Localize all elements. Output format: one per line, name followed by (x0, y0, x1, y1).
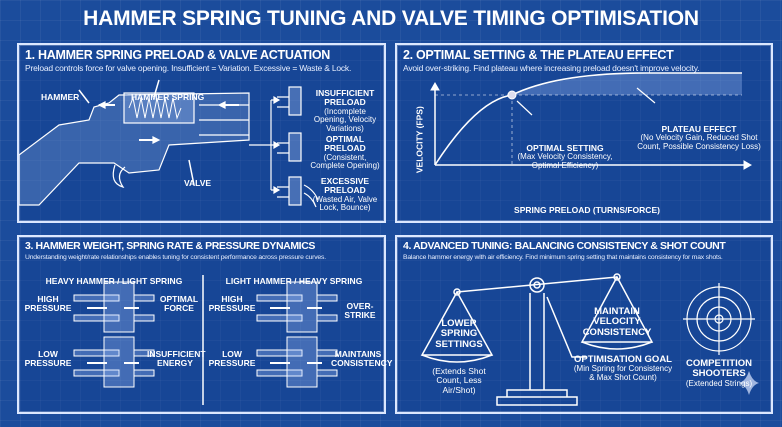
optimal-setting-annotation: OPTIMAL SETTING(Max Velocity Consistency… (517, 143, 613, 171)
panel-subtitle: Avoid over-striking. Find plateau where … (403, 63, 700, 73)
panel-header: 3. HAMMER WEIGHT, SPRING RATE & PRESSURE… (25, 240, 378, 261)
label-insufficient-energy: INSUFFICIENT ENERGY (147, 349, 206, 369)
gun-mechanism-diagram (19, 79, 319, 208)
label-high-pressure: HIGH PRESSURE (24, 294, 72, 314)
panel-header: 1. HAMMER SPRING PRELOAD & VALVE ACTUATI… (25, 48, 378, 73)
left-pan-detail: (Extends Shot Count, Less Air/Shot) (432, 366, 486, 395)
label-high-pressure-2: HIGH PRESSURE (208, 294, 256, 314)
optimisation-goal: OPTIMISATION GOAL(Min Spring for Consist… (573, 354, 673, 383)
panel-subtitle: Balance hammer energy with air efficienc… (403, 253, 723, 261)
valve-comparison-diagrams (73, 275, 338, 405)
right-pan-label: MAINTAIN VELOCITY CONSISTENCY (582, 306, 652, 338)
balance-scale-diagram (420, 273, 759, 406)
panel-advanced-tuning: 4. ADVANCED TUNING: BALANCING CONSISTENC… (395, 235, 773, 414)
panel-header: 2. OPTIMAL SETTING & THE PLATEAU EFFECT … (403, 48, 765, 73)
hammer-spring-label: HAMMER SPRING (131, 92, 205, 102)
panel-heading: 2. OPTIMAL SETTING & THE PLATEAU EFFECT (403, 48, 674, 62)
plateau-effect-annotation: PLATEAU EFFECT(No Velocity Gain, Reduced… (637, 124, 761, 152)
y-axis-label: VELOCITY (FPS) (414, 106, 425, 174)
label-over-strike: OVER-STRIKE (344, 301, 376, 321)
hammer-label: HAMMER (41, 92, 80, 102)
competition-shooters: COMPETITION SHOOTERS(Extended Strings) (685, 358, 753, 388)
x-axis-label: SPRING PRELOAD (TURNS/FORCE) (514, 205, 660, 215)
column-heavy-hammer-title: HEAVY HAMMER / LIGHT SPRING (45, 276, 183, 286)
panel-preload-valve: 1. HAMMER SPRING PRELOAD & VALVE ACTUATI… (17, 43, 386, 223)
target-icon (683, 283, 755, 355)
outcome-optimal: OPTIMAL PRELOAD(Consistent, Complete Ope… (310, 134, 380, 171)
sparkle-icon (739, 371, 759, 395)
panel-header: 4. ADVANCED TUNING: BALANCING CONSISTENC… (403, 240, 765, 261)
panel-heading: 3. HAMMER WEIGHT, SPRING RATE & PRESSURE… (25, 240, 315, 252)
label-low-pressure: LOW PRESSURE (24, 349, 72, 369)
outcome-insufficient: INSUFFICIENT PRELOAD(Incomplete Opening,… (313, 88, 377, 134)
panel-heading: 4. ADVANCED TUNING: BALANCING CONSISTENC… (403, 240, 726, 252)
label-maintains-consistency: MAINTAINS CONSISTENCY (331, 349, 393, 369)
column-light-hammer-title: LIGHT HAMMER / HEAVY SPRING (225, 276, 363, 286)
panel-subtitle: Preload controls force for valve opening… (25, 63, 352, 73)
panel-plateau: 2. OPTIMAL SETTING & THE PLATEAU EFFECT … (395, 43, 773, 223)
label-low-pressure-2: LOW PRESSURE (208, 349, 256, 369)
main-title: HAMMER SPRING TUNING AND VALVE TIMING OP… (83, 7, 699, 30)
label-optimal-force: OPTIMAL FORCE (159, 294, 199, 314)
panel-subtitle: Understanding weight/rate relationships … (25, 253, 326, 261)
outcome-excessive: EXCESSIVE PRELOAD(Wasted Air, Valve Lock… (312, 176, 378, 213)
left-pan-label: LOWER SPRING SETTINGS (435, 318, 483, 350)
panel-pressure-dynamics: 3. HAMMER WEIGHT, SPRING RATE & PRESSURE… (17, 235, 393, 414)
valve-label: VALVE (184, 178, 212, 188)
panel-heading: 1. HAMMER SPRING PRELOAD & VALVE ACTUATI… (25, 48, 331, 62)
velocity-curve-chart (430, 72, 753, 170)
